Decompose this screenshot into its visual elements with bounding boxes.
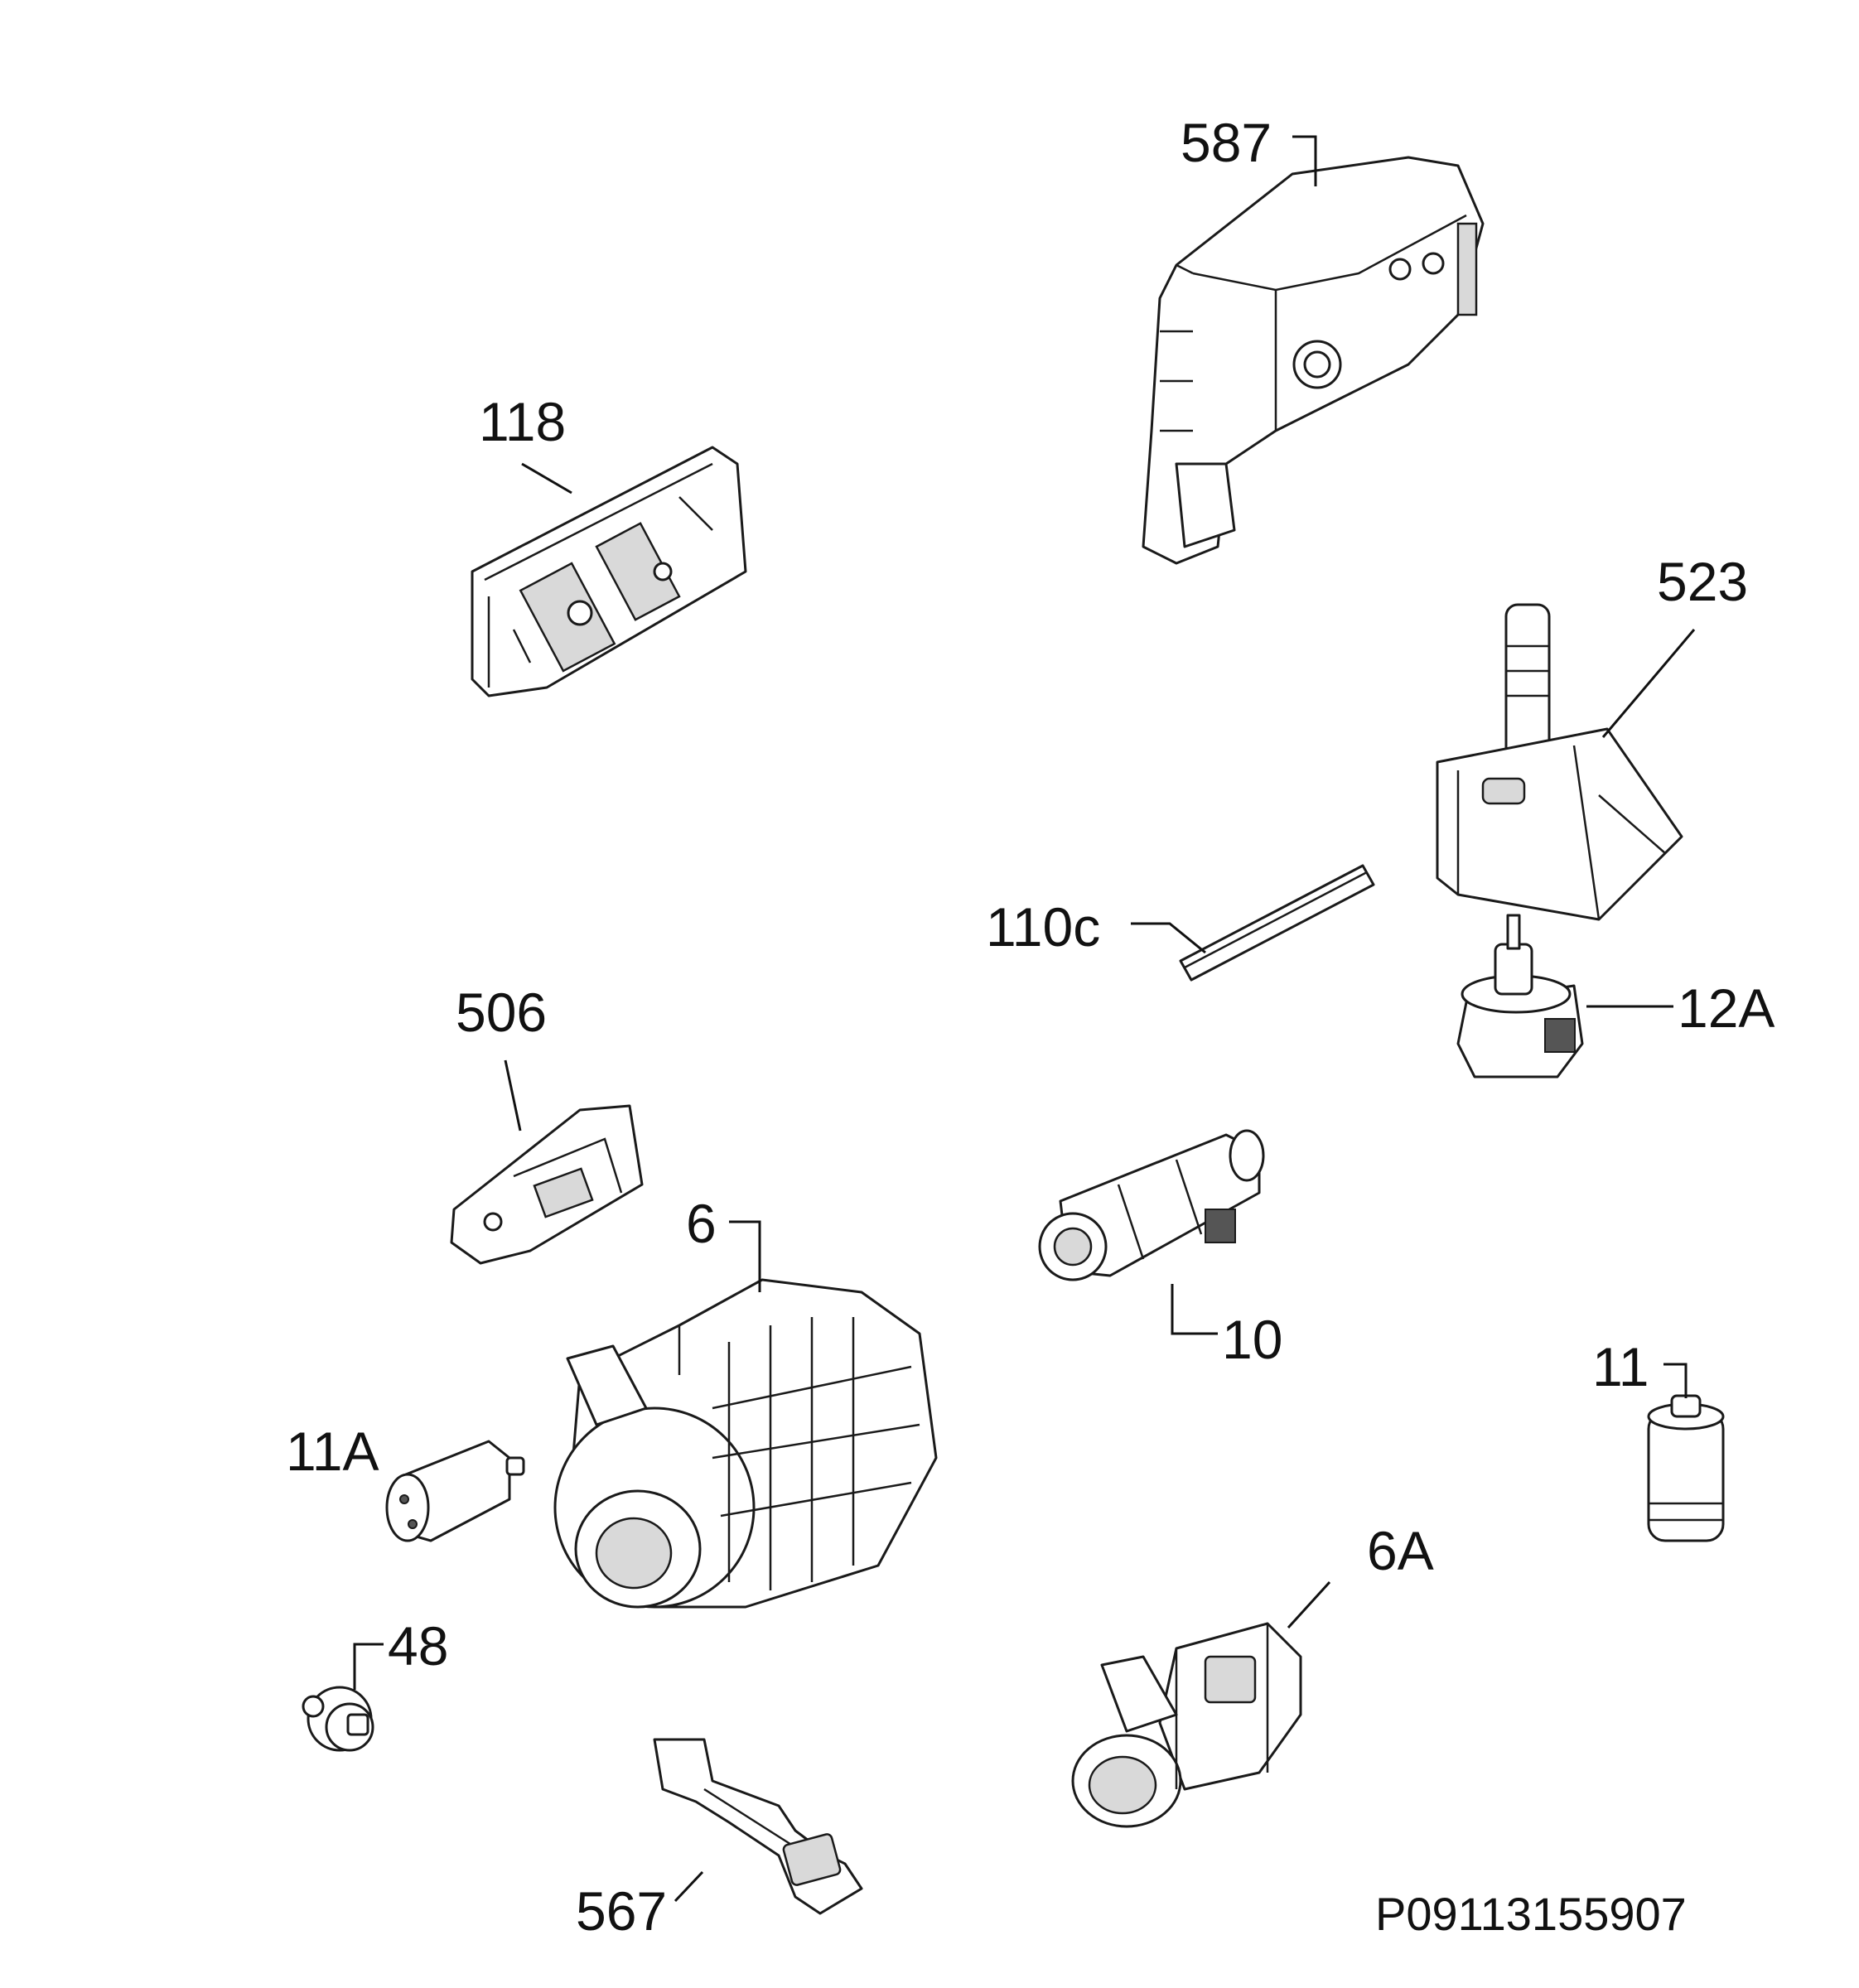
- label-6a: 6A: [1367, 1520, 1434, 1581]
- leader-523: [1601, 629, 1696, 738]
- part-567-harness-clip[interactable]: [653, 1738, 863, 1915]
- leader-10: [1171, 1284, 1218, 1335]
- drawing-code: P09113155907: [1375, 1888, 1687, 1940]
- part-12a-pressure-switch[interactable]: [1456, 914, 1584, 1078]
- part-11-capacitor[interactable]: [1647, 1394, 1725, 1542]
- label-506: 506: [456, 982, 547, 1043]
- leader-110c: [1131, 922, 1206, 954]
- label-567: 567: [576, 1880, 667, 1942]
- label-587: 587: [1181, 112, 1272, 173]
- label-118: 118: [479, 391, 566, 452]
- leader-48: [353, 1643, 384, 1690]
- part-587-control-module[interactable]: [1142, 156, 1485, 565]
- part-6-circulation-pump[interactable]: [553, 1278, 938, 1609]
- part-506-bracket[interactable]: [450, 1104, 644, 1265]
- label-6: 6: [686, 1193, 717, 1254]
- label-11a: 11A: [286, 1421, 379, 1482]
- part-11a-small-capacitor[interactable]: [385, 1440, 525, 1542]
- leader-118: [521, 462, 572, 495]
- leader-6a: [1287, 1580, 1331, 1629]
- part-110c-rod[interactable]: [1179, 864, 1375, 982]
- part-523-dispenser-actuator[interactable]: [1436, 603, 1683, 921]
- label-10: 10: [1222, 1309, 1282, 1370]
- leader-567: [674, 1870, 704, 1903]
- leader-506: [504, 1059, 522, 1132]
- leader-11: [1663, 1363, 1688, 1398]
- part-10-heater[interactable]: [1038, 1129, 1265, 1281]
- part-6a-drain-pump[interactable]: [1071, 1622, 1302, 1828]
- label-48: 48: [388, 1615, 448, 1677]
- label-110c: 110c: [986, 896, 1100, 958]
- part-48-grommet[interactable]: [302, 1686, 374, 1752]
- label-12a: 12A: [1678, 977, 1775, 1039]
- leader-6: [729, 1220, 761, 1292]
- label-11: 11: [1592, 1336, 1649, 1397]
- label-523: 523: [1657, 551, 1748, 612]
- leader-587: [1292, 135, 1317, 186]
- part-118-user-interface-board[interactable]: [471, 446, 747, 697]
